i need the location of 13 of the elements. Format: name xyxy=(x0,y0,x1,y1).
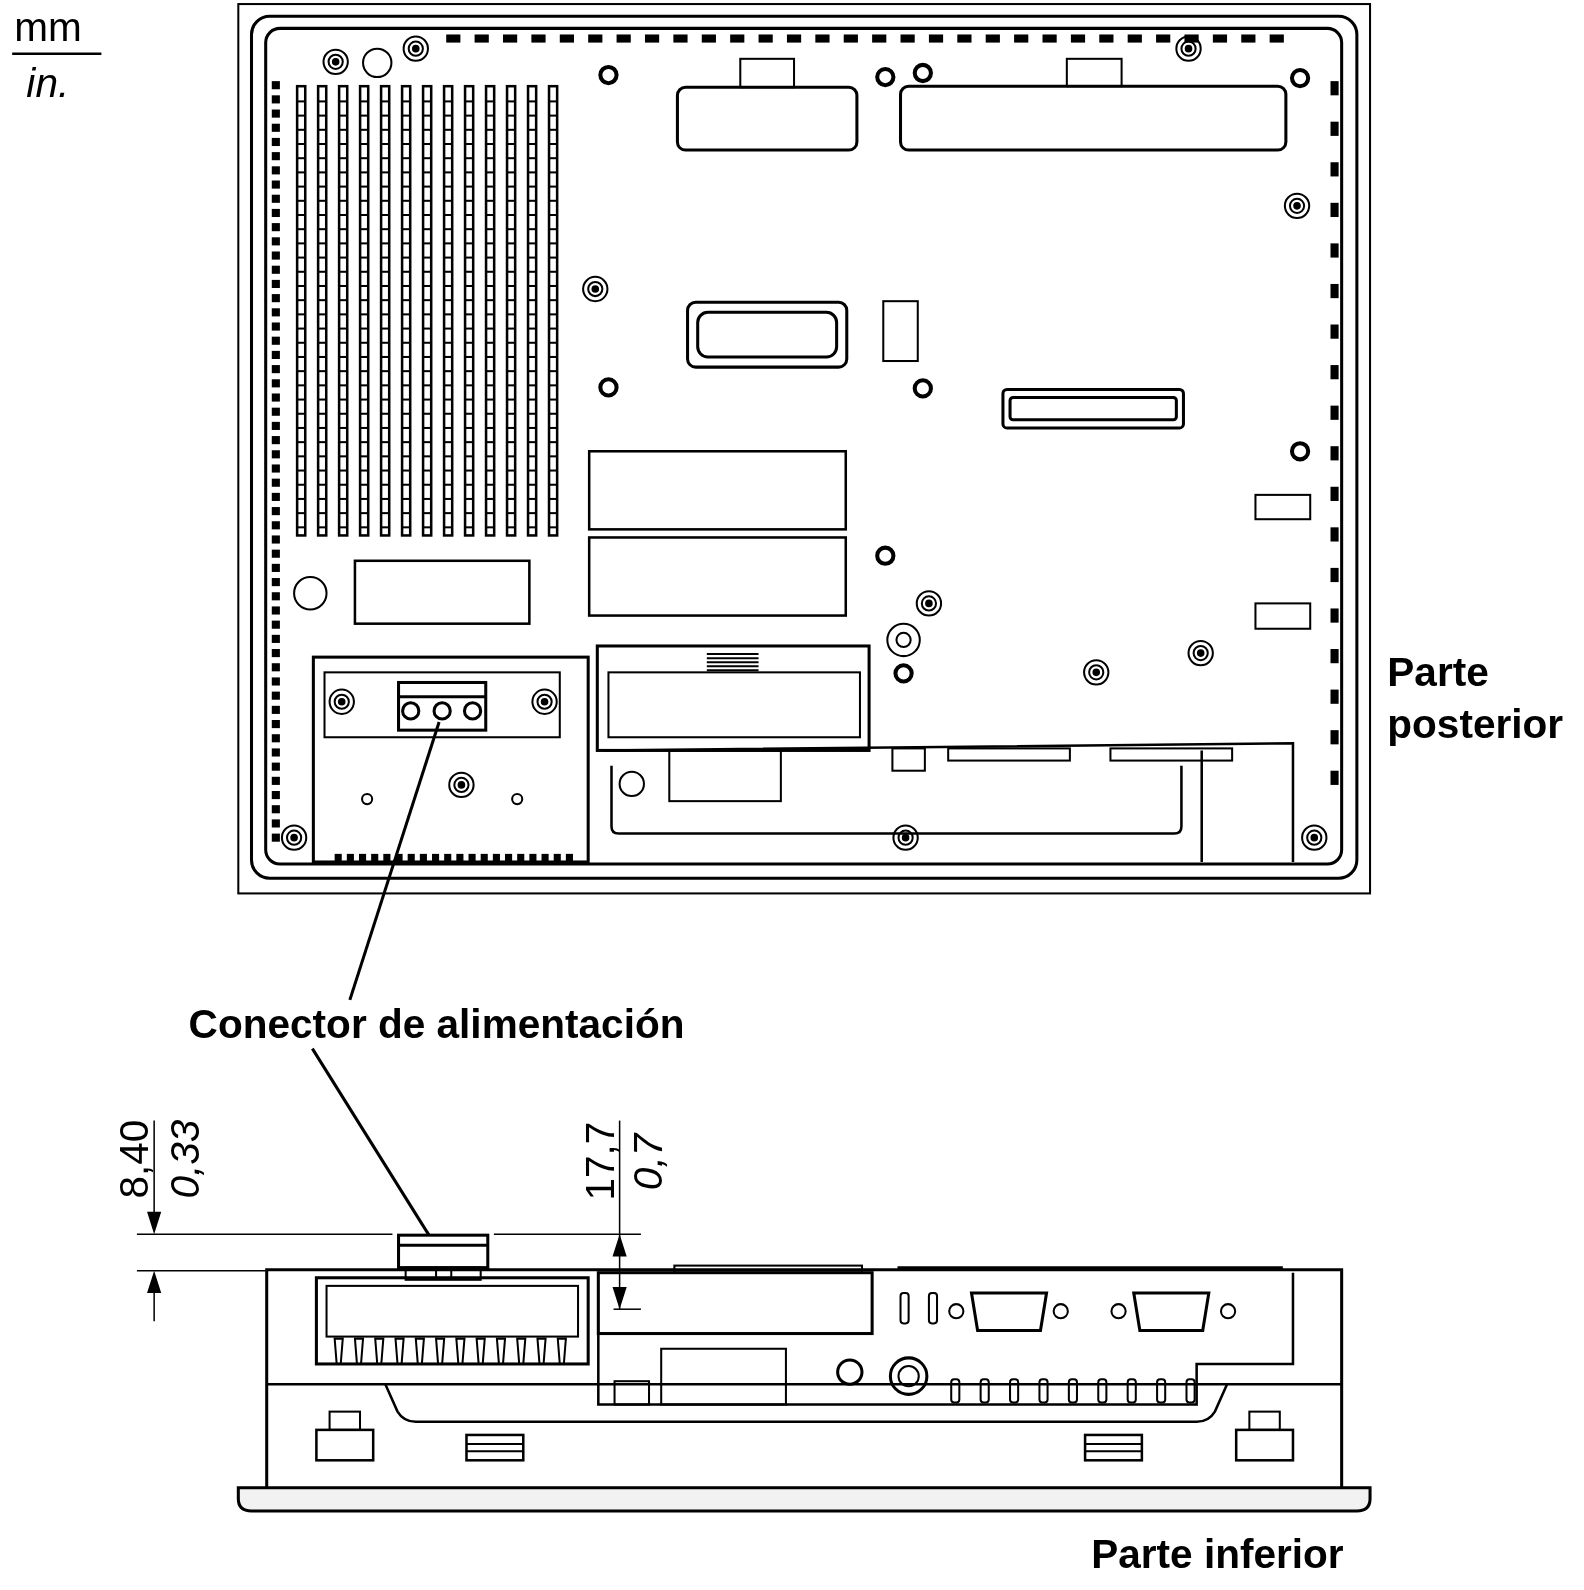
terminal-block-drawing xyxy=(397,1233,490,1281)
leader-line xyxy=(348,721,441,1001)
unit-label: mm xyxy=(14,4,82,49)
view-title: Parte posterior xyxy=(1387,648,1565,749)
unit-label: in. xyxy=(26,60,70,106)
terminal-block-drawing xyxy=(397,680,488,732)
dimension-value: 0,7 xyxy=(625,1133,671,1191)
callout-label: Conector de alimentación xyxy=(188,1001,685,1047)
dimension-value: 17,7 xyxy=(577,1121,622,1201)
dimension-value: 8,40 xyxy=(111,1119,157,1199)
view-title: Parte inferior xyxy=(1091,1531,1344,1568)
leader-line xyxy=(311,1047,431,1236)
dimension-value: 0,33 xyxy=(162,1119,207,1199)
